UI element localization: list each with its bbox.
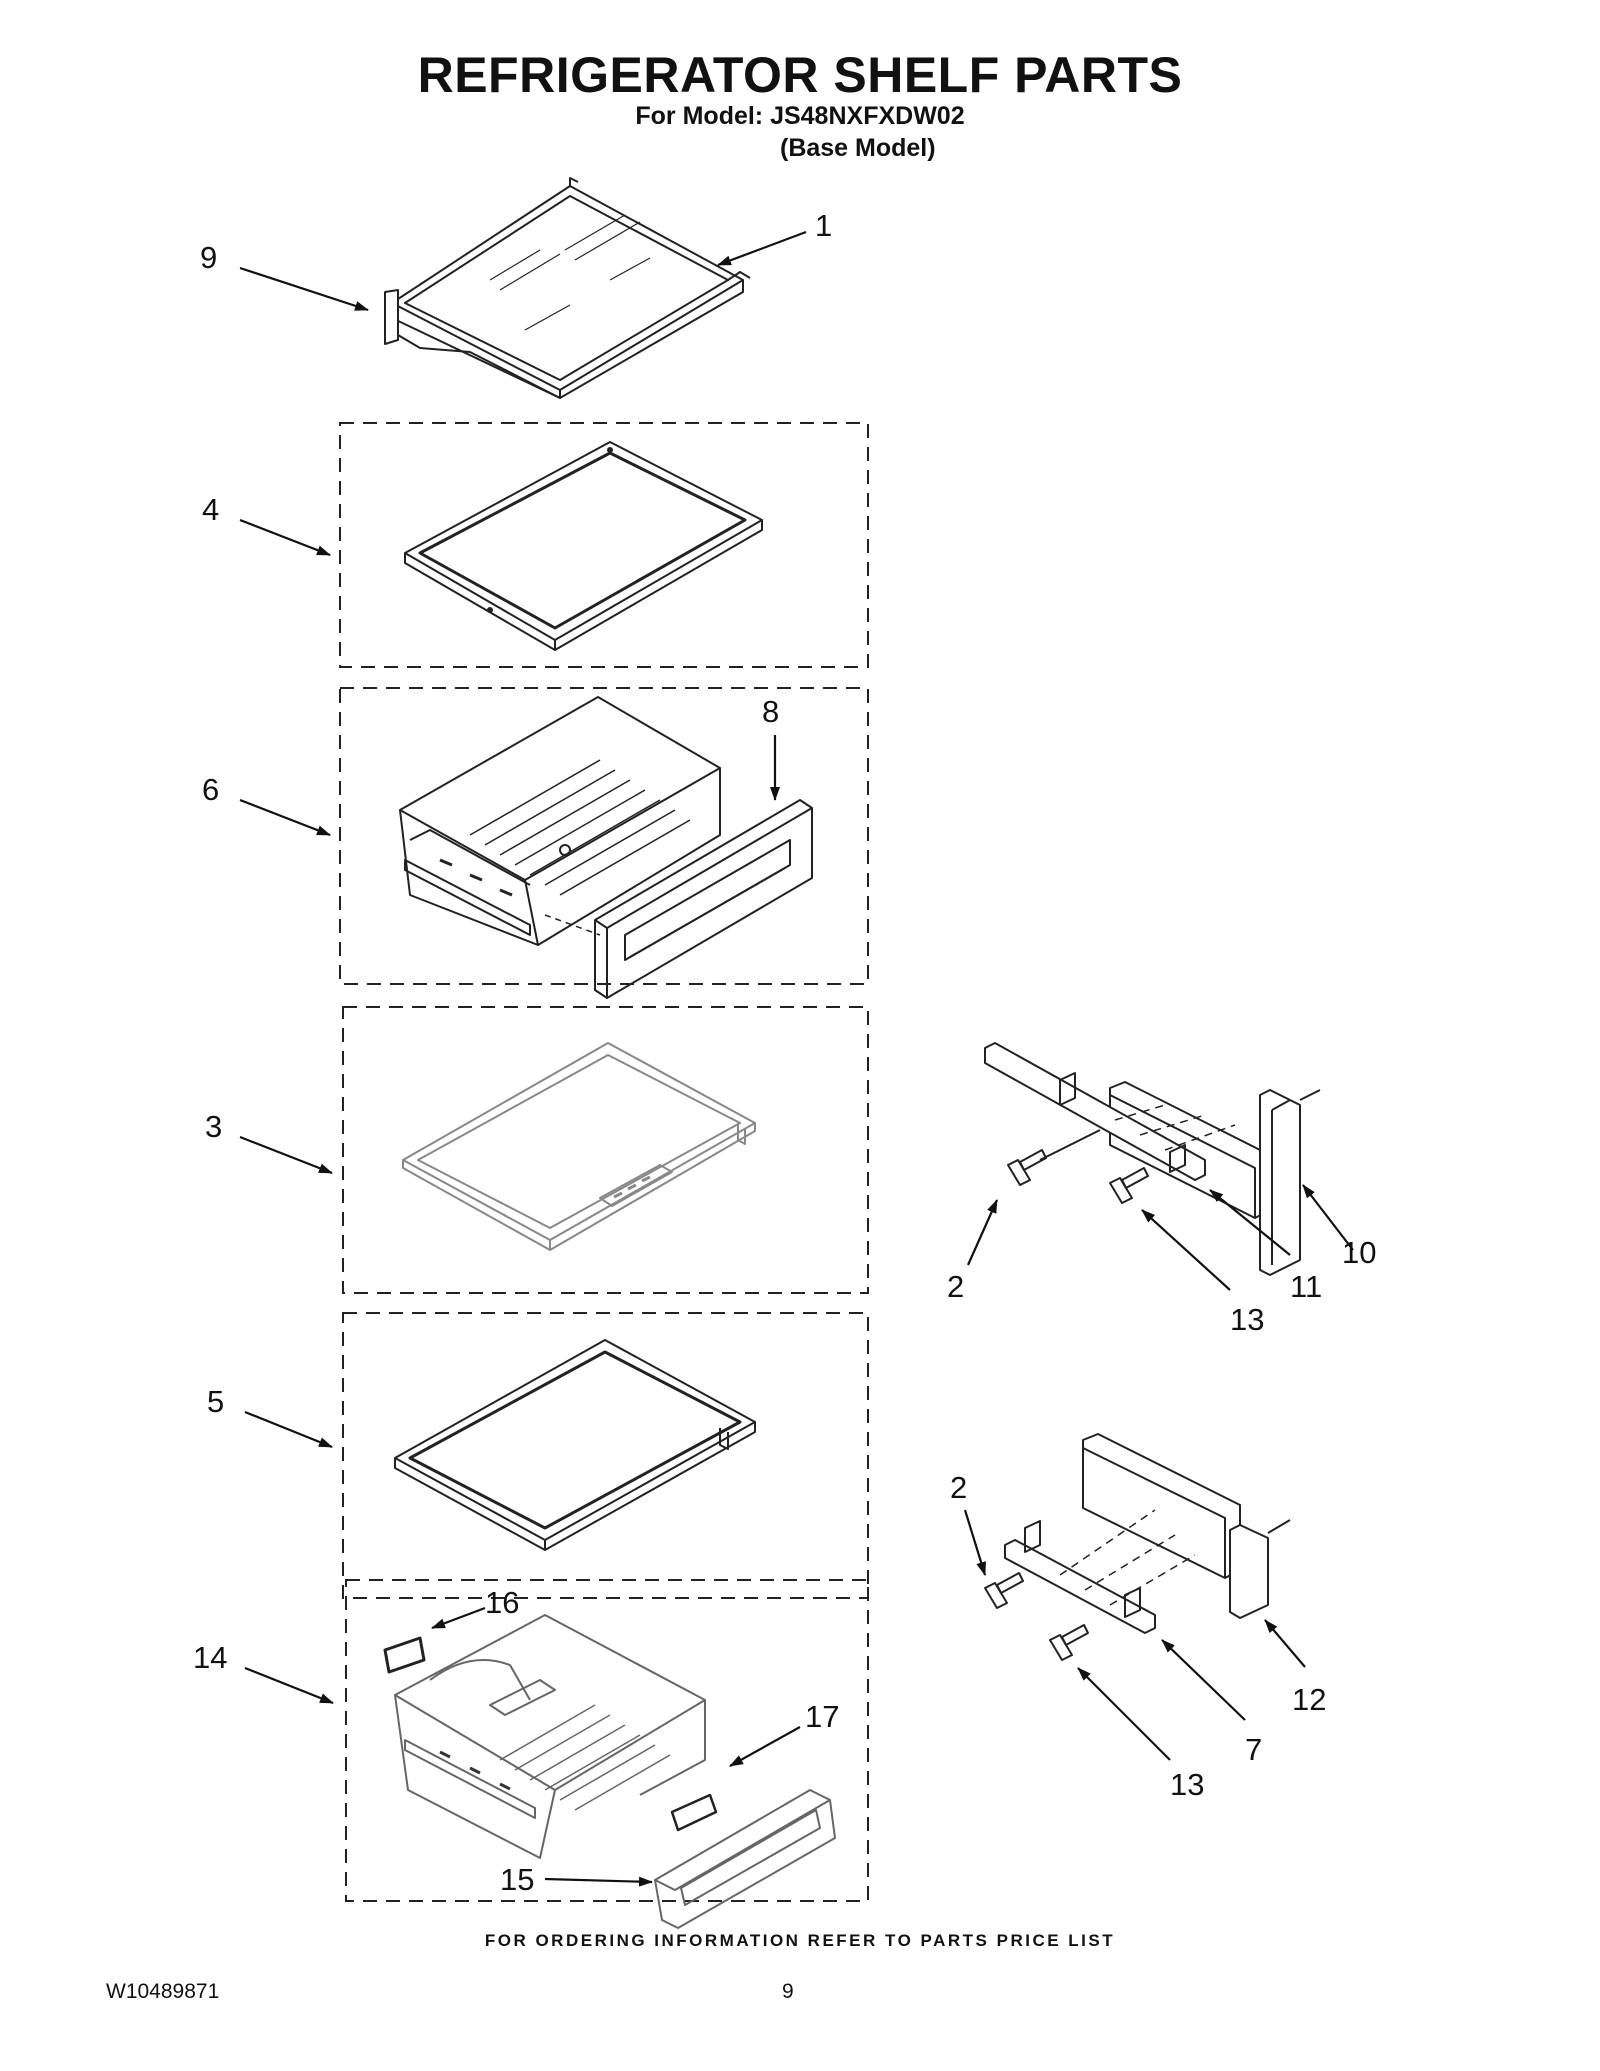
- top-shelf-drawing: [384, 177, 751, 399]
- callout-5: 5: [207, 1384, 224, 1419]
- leader-17: [729, 1726, 801, 1767]
- callout-17: 17: [805, 1699, 839, 1734]
- callout-11: 11: [1290, 1269, 1322, 1304]
- leader-arrows: [239, 230, 1354, 1887]
- leader-12: [1264, 1619, 1306, 1668]
- leader-1: [717, 230, 807, 267]
- callout-8: 8: [762, 694, 779, 729]
- leader-4: [239, 518, 331, 557]
- leader-9: [239, 266, 369, 312]
- leader-6: [239, 798, 331, 837]
- callout-13a: 13: [1230, 1302, 1264, 1337]
- page-title: REFRIGERATOR SHELF PARTS: [417, 47, 1183, 103]
- leader-2a: [966, 1199, 999, 1266]
- glass-shelf-4-drawing: [404, 441, 763, 651]
- glass-shelf-5-drawing: [394, 1339, 756, 1551]
- callout-4: 4: [202, 492, 219, 527]
- callout-10: 10: [1342, 1235, 1376, 1270]
- callout-16: 16: [485, 1585, 519, 1620]
- drawer-slide-assembly-lower: [984, 1433, 1291, 1661]
- group-box-crisper-6: [339, 687, 869, 985]
- crisper-14-drawing: [383, 1614, 836, 1929]
- group-box-shelf-4: [339, 422, 869, 668]
- callout-13b: 13: [1170, 1767, 1204, 1802]
- callout-12: 12: [1292, 1682, 1326, 1717]
- callout-labels: 1 9 4 6 8 3 5 14 16 17 15 2 13 11 10 2 1…: [193, 208, 1376, 1897]
- callout-2a: 2: [947, 1269, 964, 1304]
- document-number: W10489871: [106, 1980, 220, 2003]
- leader-7: [1161, 1639, 1246, 1721]
- leader-5: [244, 1410, 333, 1449]
- leader-3: [239, 1135, 333, 1175]
- shelf-3-drawing: [402, 1042, 756, 1251]
- group-box-shelf-5: [342, 1312, 869, 1599]
- leader-11: [1209, 1189, 1291, 1256]
- callout-14: 14: [193, 1640, 227, 1675]
- model-note: (Base Model): [780, 134, 936, 162]
- callout-7: 7: [1245, 1732, 1262, 1767]
- leader-14: [244, 1666, 334, 1705]
- callout-2b: 2: [950, 1470, 967, 1505]
- drawer-slide-assembly-upper: [984, 1042, 1321, 1276]
- callout-9: 9: [200, 240, 217, 275]
- crisper-6-drawing: [399, 696, 813, 999]
- callout-15: 15: [500, 1862, 534, 1897]
- leader-13b: [1077, 1667, 1171, 1761]
- group-box-shelf-3: [342, 1006, 869, 1294]
- callout-6: 6: [202, 772, 219, 807]
- leader-2b: [963, 1509, 987, 1576]
- ordering-note: FOR ORDERING INFORMATION REFER TO PARTS …: [484, 1931, 1116, 1950]
- group-box-crisper-14: [345, 1579, 869, 1902]
- leader-13a: [1141, 1209, 1231, 1291]
- leader-15: [544, 1876, 653, 1887]
- leader-10: [1302, 1184, 1354, 1251]
- callout-3: 3: [205, 1109, 222, 1144]
- callout-1: 1: [815, 208, 832, 243]
- page-number: 9: [782, 1980, 794, 2003]
- leader-16: [431, 1606, 486, 1630]
- model-line: For Model: JS48NXFXDW02: [635, 102, 965, 130]
